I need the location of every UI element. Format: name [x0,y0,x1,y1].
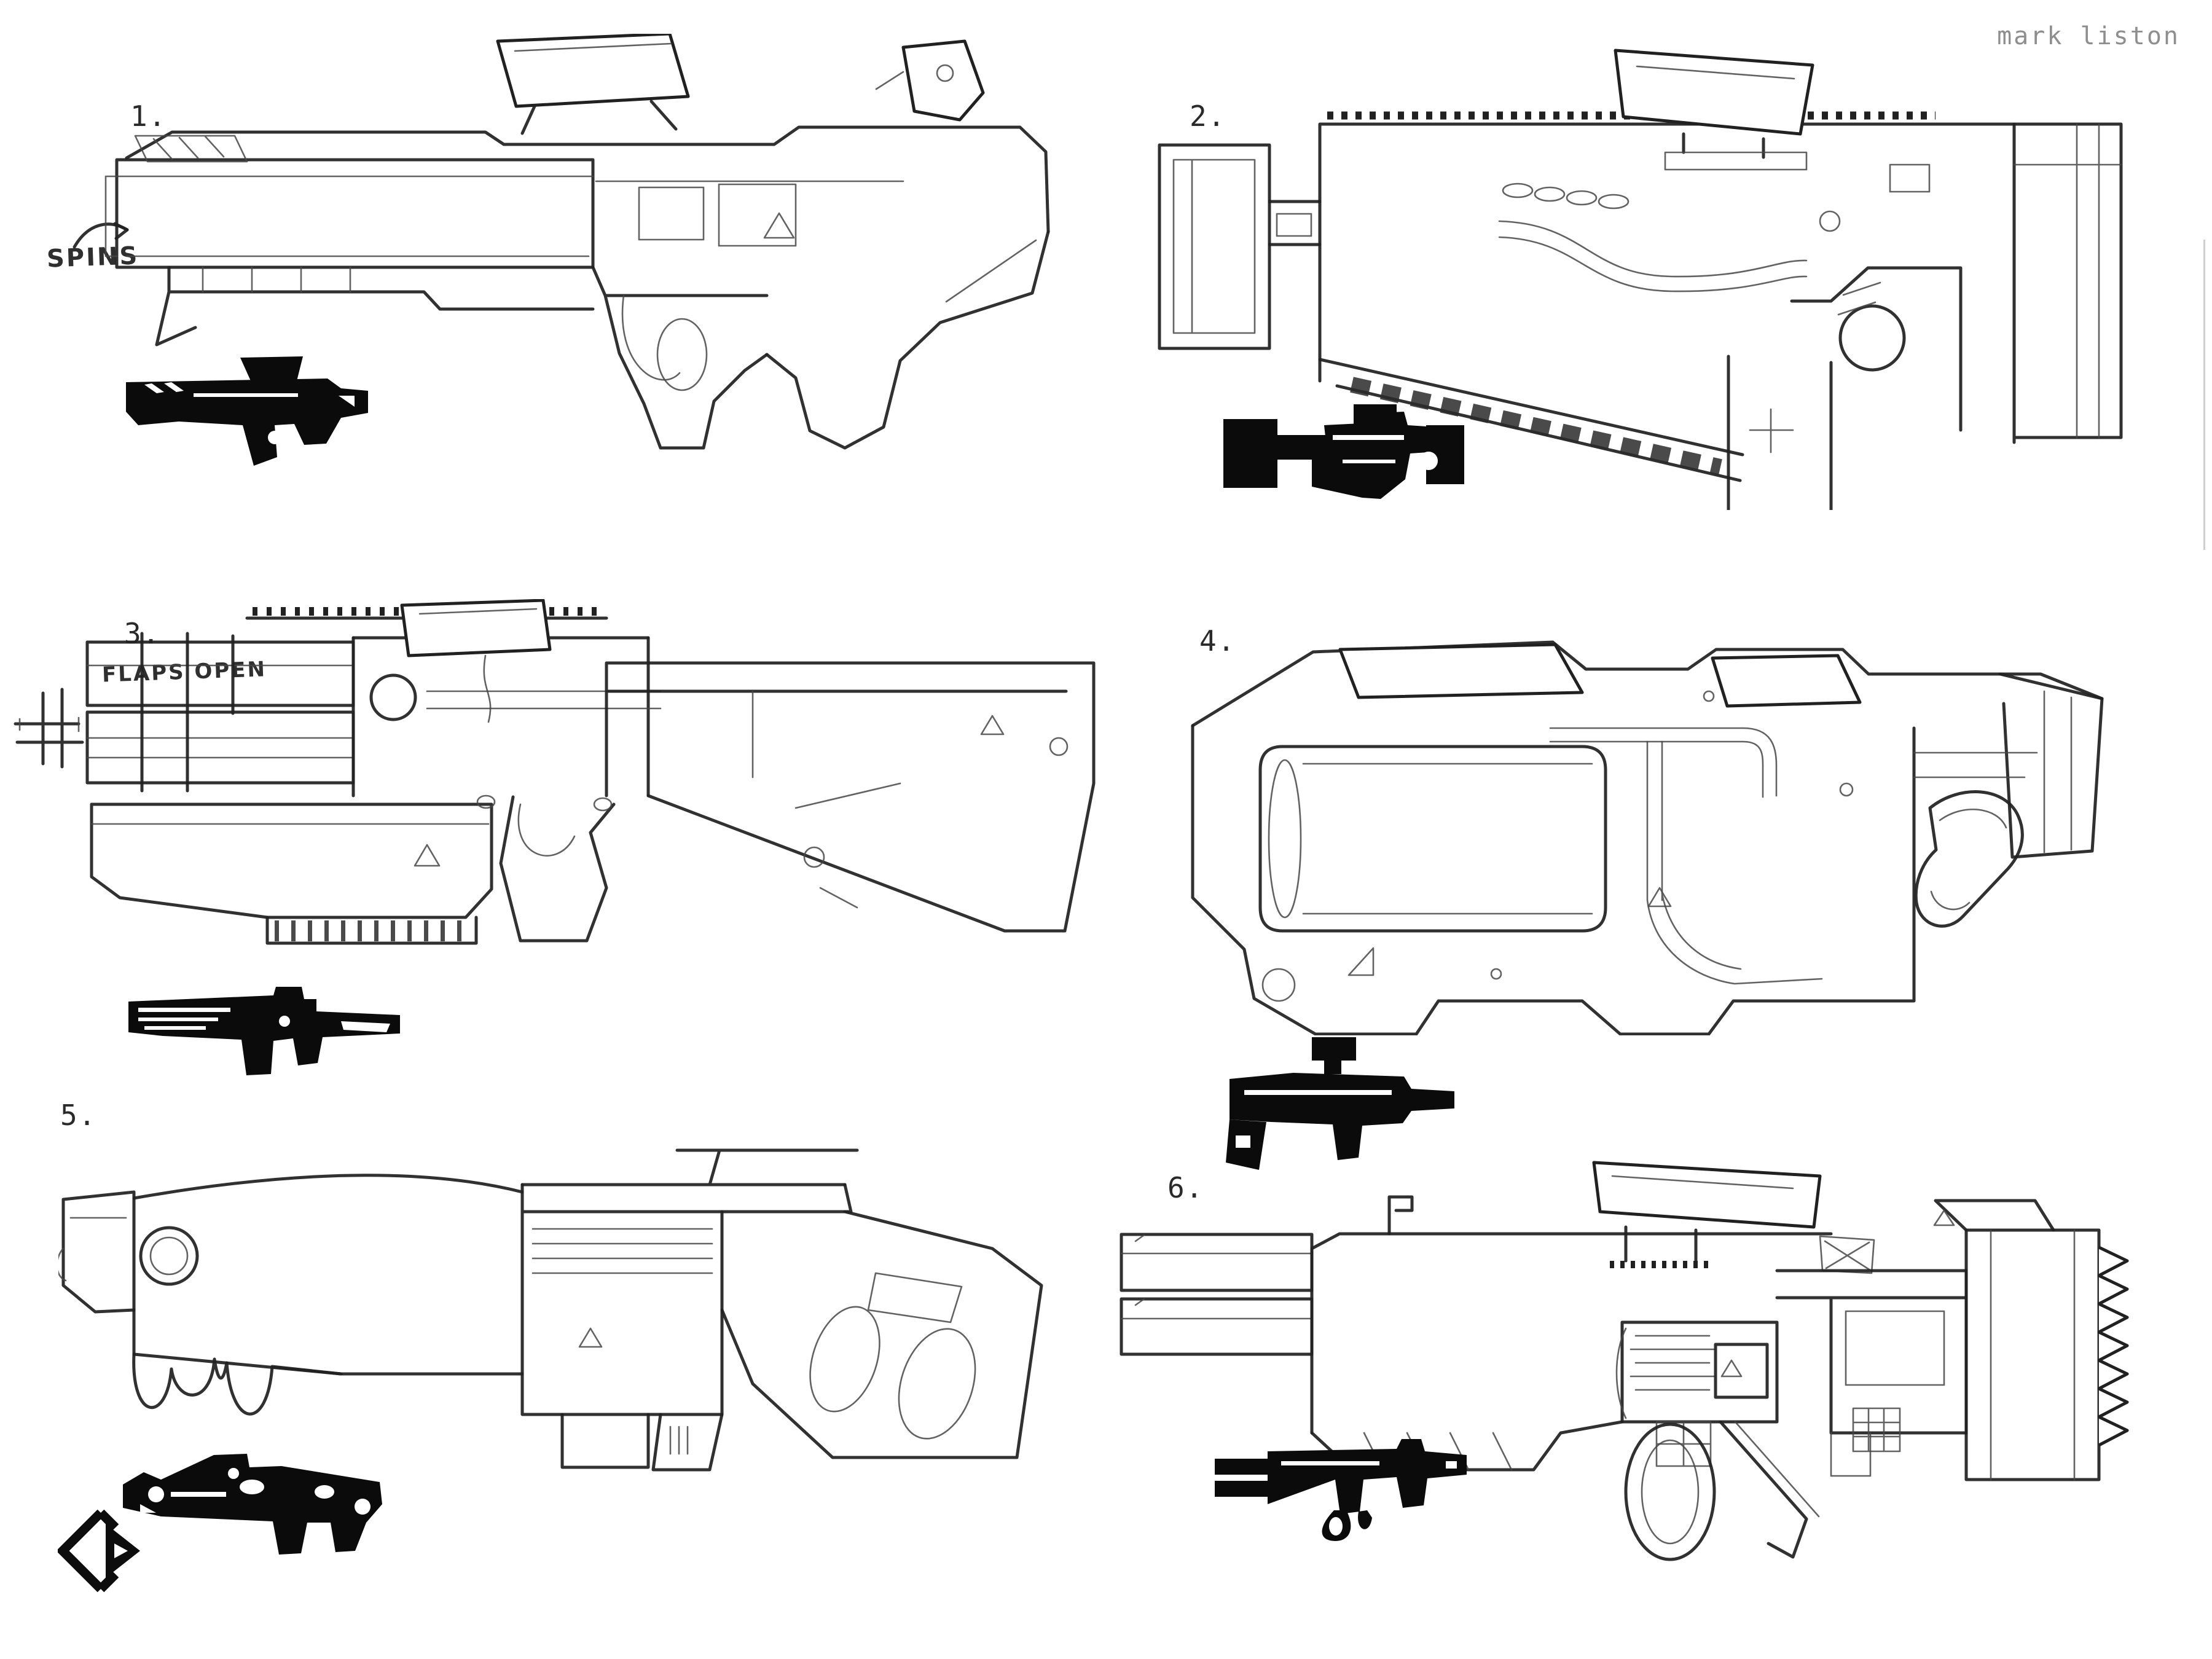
sketch-number-6: 6. [1167,1171,1204,1204]
weapon-sketch-3 [85,599,1096,945]
barrel-cross-section-sketch [14,688,84,769]
weapon-thumbnail-2 [1223,404,1464,499]
weapon-thumbnail-5 [123,1454,382,1555]
weapon-thumbnail-3 [128,987,400,1075]
sketch-number-4: 4. [1199,624,1236,657]
sketch-number-5: 5. [60,1099,97,1132]
artist-credit: mark liston [1997,22,2180,50]
weapon-thumbnail-6 [1215,1439,1467,1541]
weapon-sketch-4 [1191,640,2104,1035]
weapon-sketch-2 [1158,49,2123,510]
weapon-thumbnail-4 [1226,1037,1454,1170]
sketch-number-2: 2. [1190,100,1226,133]
weapon-thumbnail-1 [126,356,368,466]
page-edge-line [2203,240,2205,550]
weapon-sketch-1 [104,34,1050,450]
weapon-sketch-6 [1120,1161,2129,1561]
weapon-sketch-5 [58,1148,1043,1472]
sketch-number-1: 1. [130,100,167,133]
artist-logo [58,1509,140,1593]
